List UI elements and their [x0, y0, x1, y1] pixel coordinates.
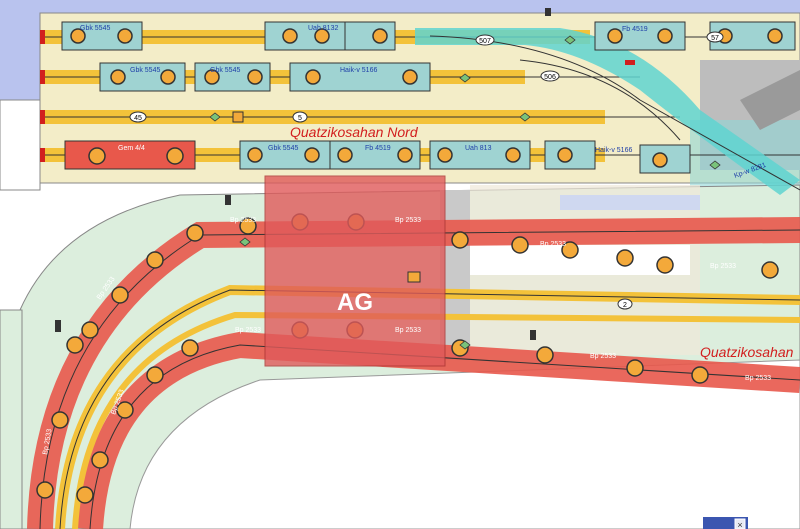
track-57: 57 — [711, 35, 719, 42]
svg-text:Gbk 5545: Gbk 5545 — [80, 25, 110, 32]
close-button[interactable]: × — [703, 517, 748, 529]
svg-text:Bp 2533: Bp 2533 — [230, 217, 256, 224]
top-strip — [0, 0, 800, 13]
bogies — [70, 28, 783, 168]
svg-text:Bp 2533: Bp 2533 — [42, 428, 53, 455]
orange-marker — [232, 111, 244, 123]
svg-text:Bp 2533: Bp 2533 — [395, 327, 421, 334]
track-507: 507 — [479, 38, 491, 45]
curved-tracks — [27, 217, 800, 529]
track-2: 2 — [623, 302, 627, 309]
switch-markers — [209, 35, 721, 350]
track-5: 5 — [298, 115, 302, 122]
left-strip — [0, 0, 40, 100]
svg-text:Haik-v 5166: Haik-v 5166 — [595, 147, 632, 154]
svg-text:Gbk 5545: Gbk 5545 — [130, 67, 160, 74]
track-45: 45 — [134, 115, 142, 122]
station-name-main: Quatzikosahan — [700, 344, 794, 360]
track-506: 506 — [544, 74, 556, 81]
svg-text:Bp 2533: Bp 2533 — [710, 263, 736, 270]
svg-text:Gem 4/4: Gem 4/4 — [118, 145, 145, 152]
svg-text:Fb 4519: Fb 4519 — [622, 26, 648, 33]
signals — [55, 8, 635, 340]
close-icon: × — [737, 520, 742, 529]
svg-text:Bp 2533: Bp 2533 — [540, 241, 566, 248]
buffer-stops — [40, 30, 45, 162]
svg-text:Bp 2533: Bp 2533 — [590, 353, 616, 360]
svg-text:Bp 2533: Bp 2533 — [235, 327, 261, 334]
svg-text:Gbk 5545: Gbk 5545 — [268, 145, 298, 152]
cyan-connector — [415, 28, 800, 195]
svg-text:Haik-v 5166: Haik-v 5166 — [340, 67, 377, 74]
orange-marker — [407, 271, 421, 283]
svg-text:Uah 813: Uah 813 — [465, 145, 492, 152]
svg-text:Fb 4519: Fb 4519 — [365, 145, 391, 152]
ag-area[interactable] — [264, 175, 446, 367]
svg-text:Bp 2533: Bp 2533 — [395, 217, 421, 224]
ag-label: AG — [337, 289, 373, 316]
svg-text:Bp 2533: Bp 2533 — [745, 375, 771, 382]
track-badges: 507 57 506 45 5 2 — [129, 31, 724, 310]
svg-text:Uah 8132: Uah 8132 — [308, 25, 338, 32]
vehicle-labels: Gbk 5545 Uah 8132 Fb 4519 Gbk 5545 Gbk 5… — [80, 25, 767, 180]
svg-text:Gbk 5545: Gbk 5545 — [210, 67, 240, 74]
station-name-nord: Quatzikosahan Nord — [290, 124, 419, 140]
